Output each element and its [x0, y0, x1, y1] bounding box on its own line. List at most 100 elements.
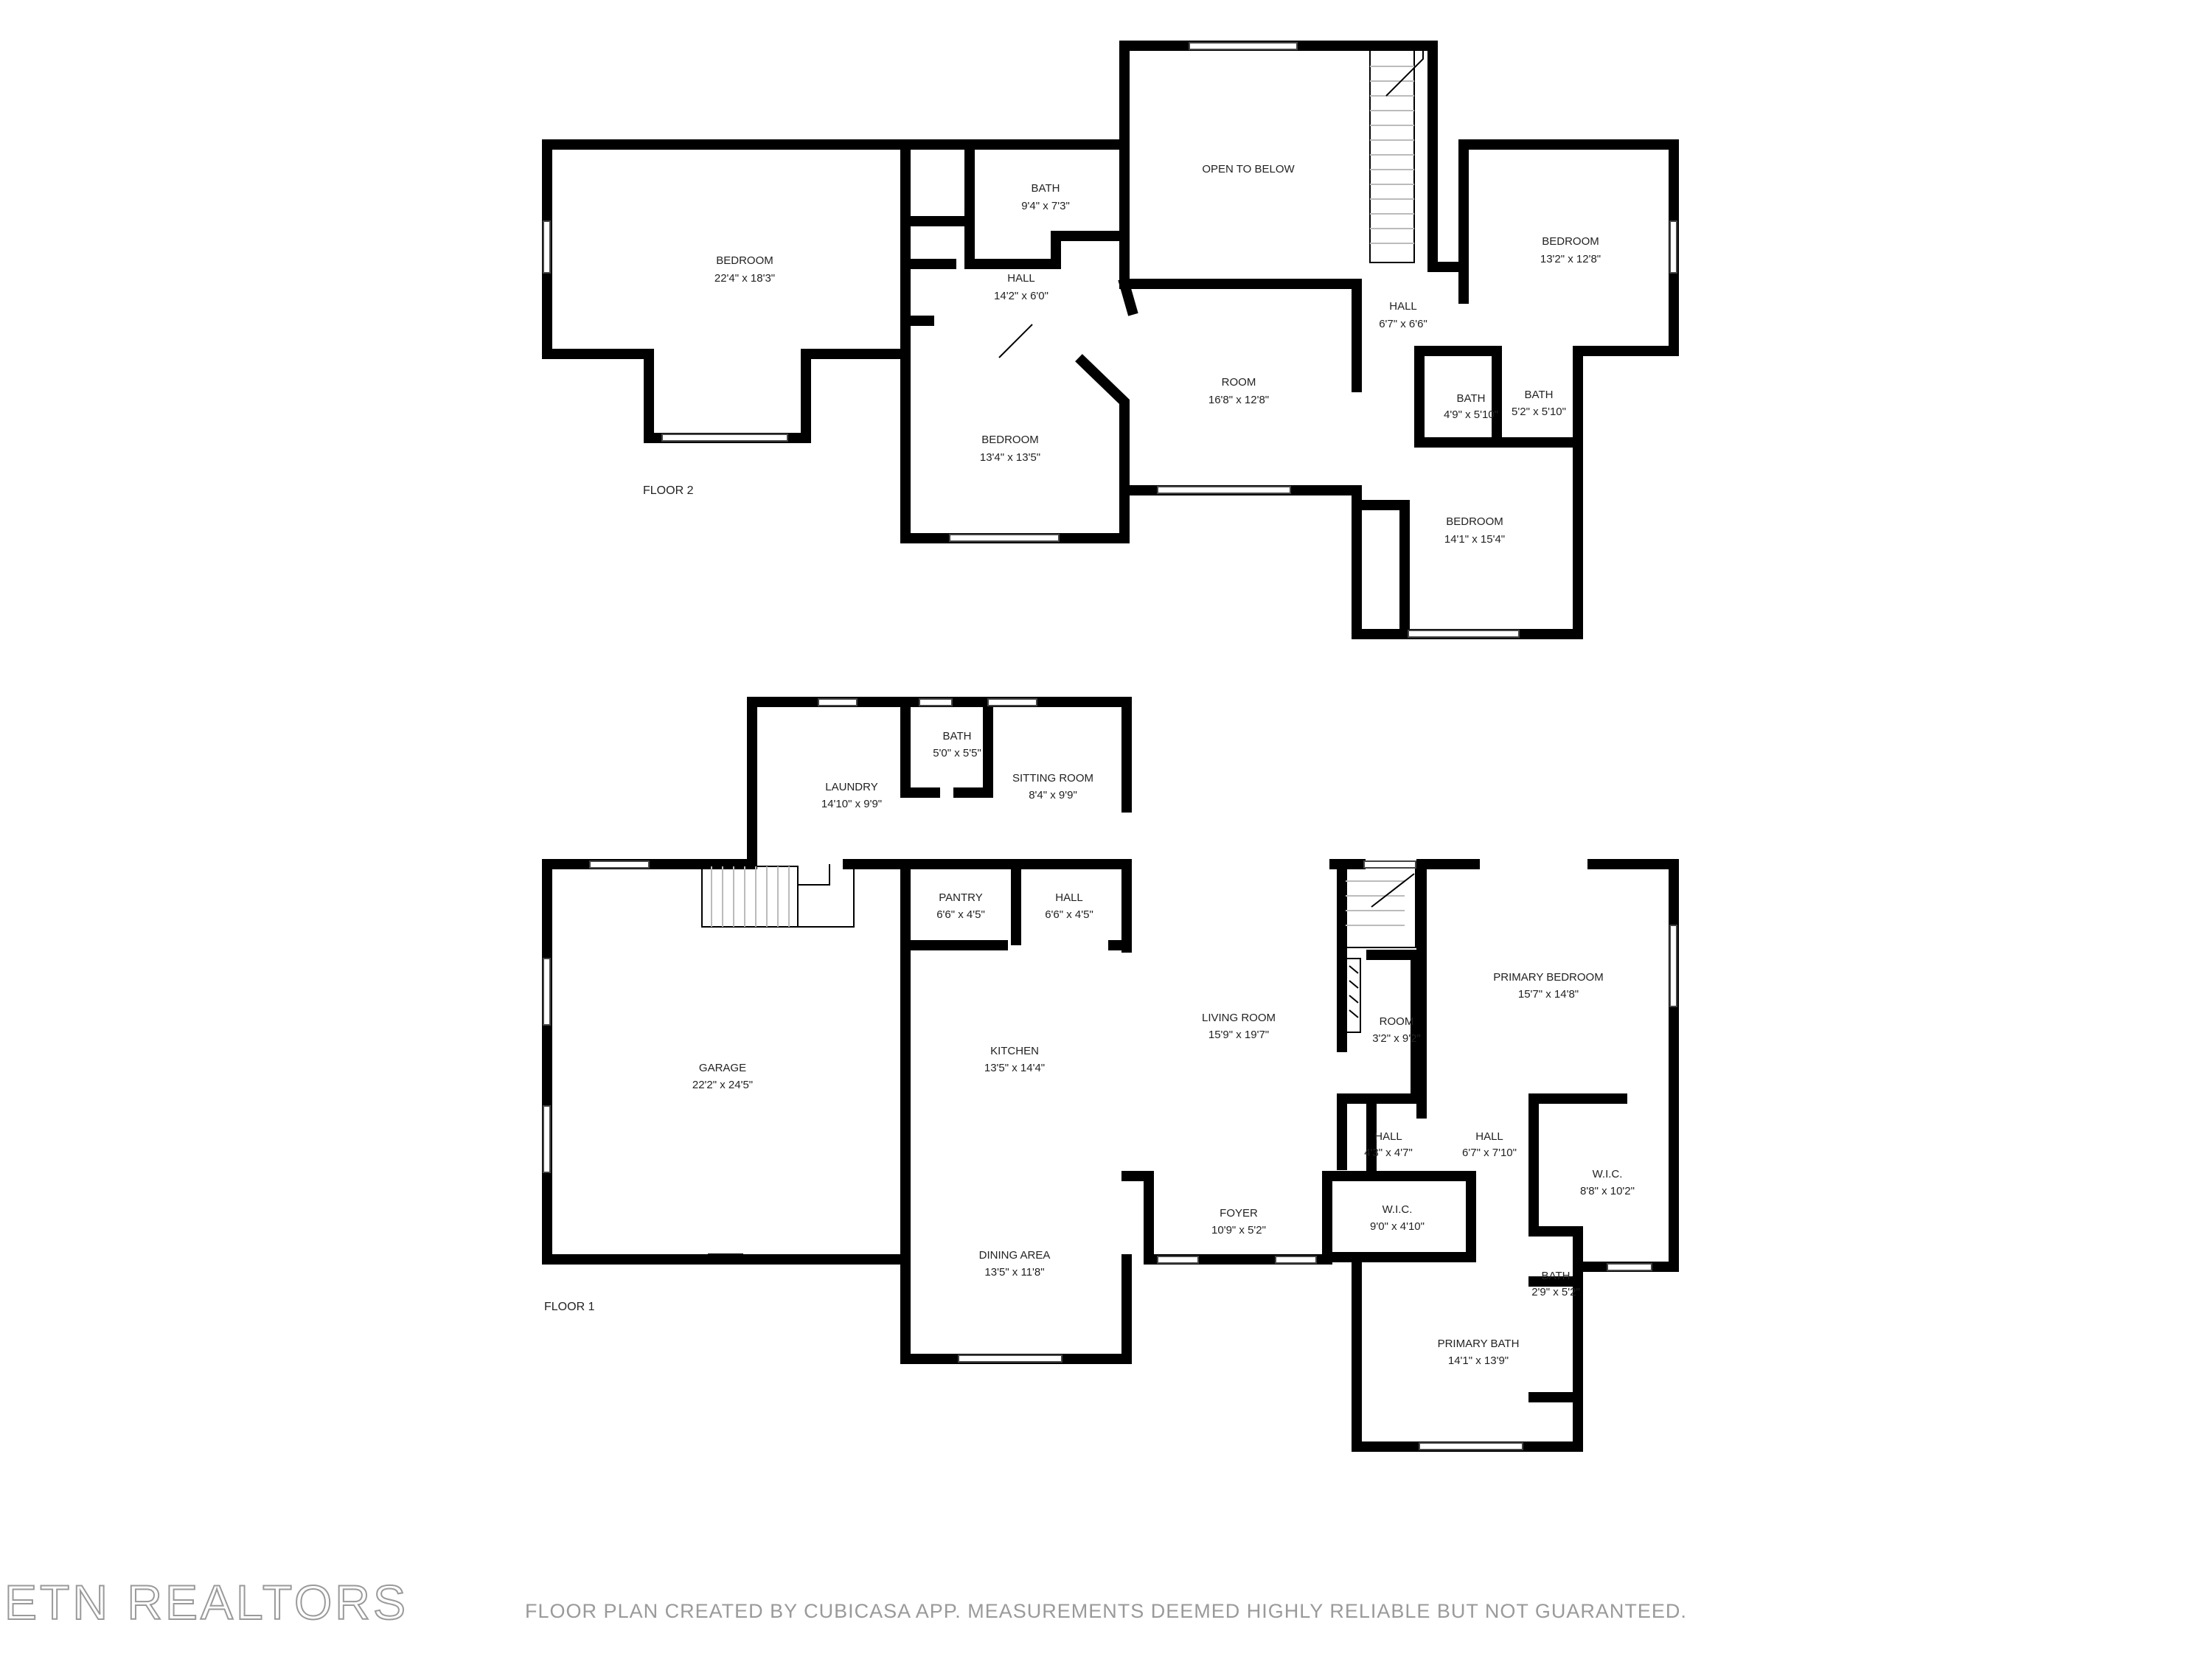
- room-bedroom-w: BEDROOM 22'4" x 18'3": [714, 254, 775, 285]
- wall-bedroom-sw-diag: [998, 324, 1033, 358]
- room-name: BATH: [1032, 182, 1060, 195]
- room-foyer: FOYER 10'9" x 5'2": [1211, 1207, 1266, 1237]
- stair-floor-1: [1345, 866, 1416, 948]
- room-bath-primary-small: BATH 2'9" x 5'2": [1531, 1270, 1580, 1298]
- room-name: W.I.C.: [1382, 1203, 1413, 1216]
- room-hall-b: HALL 6'7" x 7'10": [1462, 1130, 1517, 1159]
- wall-closet-e: [1359, 500, 1410, 639]
- wall-pantry: [900, 859, 1132, 953]
- room-dimensions: 13'4" x 13'5": [980, 451, 1040, 464]
- room-name: ROOM: [1380, 1015, 1414, 1028]
- room-dimensions: 16'8" x 12'8": [1208, 394, 1269, 406]
- room-dimensions: 6'7" x 7'10": [1462, 1147, 1517, 1159]
- room-dimensions: 4'9" x 5'10": [1444, 408, 1498, 421]
- room-name: OPEN TO BELOW: [1202, 163, 1295, 175]
- room-open-to-below: OPEN TO BELOW: [1202, 163, 1295, 175]
- wall-annex-bath: [900, 697, 993, 798]
- room-name: ROOM: [1222, 376, 1256, 389]
- room-dimensions: 2'9" x 5'2": [1531, 1286, 1580, 1298]
- room-name: BATH: [1525, 389, 1554, 401]
- room-sitting: SITTING ROOM 8'4" x 9'9": [1012, 772, 1093, 801]
- stair-garage: [701, 866, 799, 928]
- room-name: FOYER: [1220, 1207, 1258, 1220]
- wall-hall-cluster: [1337, 1093, 1427, 1181]
- room-name: PRIMARY BATH: [1438, 1338, 1520, 1350]
- room-living: LIVING ROOM 15'9" x 19'7": [1202, 1012, 1276, 1041]
- room-dimensions: 13'5" x 14'4": [984, 1062, 1045, 1074]
- room-dimensions: 5'2" x 5'10": [1512, 406, 1566, 418]
- room-name: W.I.C.: [1593, 1168, 1623, 1180]
- room-hall-a: HALL 4'3" x 4'7": [1364, 1130, 1413, 1159]
- wall-bath-mid: [1492, 346, 1583, 448]
- floor-2-label: FLOOR 2: [643, 484, 694, 497]
- room-small: ROOM 3'2" x 9'2": [1372, 1015, 1421, 1045]
- room-name: LAUNDRY: [825, 781, 877, 793]
- room-dimensions: 22'2" x 24'5": [692, 1079, 753, 1091]
- garage-wall-segment: [708, 1253, 743, 1261]
- room-dimensions: 9'0" x 4'10": [1370, 1220, 1425, 1233]
- room-bath-annex: BATH 5'0" x 5'5": [933, 730, 981, 759]
- wall-primary-bath-inner: [1528, 1276, 1583, 1402]
- room-name: HALL: [1374, 1130, 1402, 1143]
- room-dimensions: 8'4" x 9'9": [1029, 789, 1077, 801]
- room-name: GARAGE: [699, 1062, 746, 1074]
- wall-bath-upper: [900, 139, 1130, 269]
- room-name: HALL: [1389, 300, 1417, 313]
- room-name: BATH: [1457, 392, 1486, 405]
- room-bedroom-ne: BEDROOM 13'2" x 12'8": [1540, 235, 1601, 265]
- room-name: HALL: [1055, 891, 1083, 904]
- room-name: HALL: [1475, 1130, 1503, 1143]
- room-dining: DINING AREA 13'5" x 11'8": [979, 1249, 1051, 1279]
- brand-logo: ETN REALTORS: [4, 1574, 408, 1630]
- room-primary-bedroom: PRIMARY BEDROOM 15'7" x 14'8": [1493, 971, 1603, 1001]
- room-hall-pantry: HALL 6'6" x 4'5": [1045, 891, 1093, 921]
- room-name: BEDROOM: [1542, 235, 1599, 248]
- wall-bath-cluster-left: [1414, 346, 1502, 448]
- wall-wic-small: [1322, 1171, 1476, 1262]
- room-bath-small-a: BATH 4'9" x 5'10": [1444, 392, 1498, 421]
- room-dimensions: 8'8" x 10'2": [1580, 1185, 1635, 1197]
- room-bedroom-se: BEDROOM 14'1" x 15'4": [1444, 515, 1505, 546]
- room-garage: GARAGE 22'2" x 24'5": [692, 1062, 753, 1091]
- room-dimensions: 14'10" x 9'9": [821, 798, 882, 810]
- room-dimensions: 5'0" x 5'5": [933, 747, 981, 759]
- room-dimensions: 14'2" x 6'0": [994, 290, 1048, 302]
- floor-2: [542, 41, 1679, 639]
- room-hall-east: HALL 6'7" x 6'6": [1379, 300, 1427, 330]
- disclaimer-footer: FLOOR PLAN CREATED BY CUBICASA APP. MEAS…: [525, 1600, 1687, 1622]
- room-name: BEDROOM: [716, 254, 773, 267]
- room-dimensions: 10'9" x 5'2": [1211, 1224, 1266, 1237]
- room-dimensions: 14'1" x 15'4": [1444, 533, 1505, 546]
- room-dimensions: 9'4" x 7'3": [1021, 200, 1070, 212]
- room-dimensions: 3'2" x 9'2": [1372, 1032, 1421, 1045]
- floor-1-label: FLOOR 1: [544, 1301, 595, 1313]
- room-wic-small: W.I.C. 9'0" x 4'10": [1370, 1203, 1425, 1233]
- fireplace: [1346, 958, 1361, 1033]
- room-name: DINING AREA: [979, 1249, 1051, 1262]
- room-dimensions: 22'4" x 18'3": [714, 272, 775, 285]
- room-primary-bath: PRIMARY BATH 14'1" x 13'9": [1438, 1338, 1520, 1367]
- floor-1: [542, 697, 1679, 1452]
- wall-foyer-left: [1121, 1171, 1169, 1265]
- room-dimensions: 6'7" x 6'6": [1379, 318, 1427, 330]
- room-hall-upper: HALL 14'2" x 6'0": [994, 272, 1048, 302]
- room-dimensions: 13'5" x 11'8": [984, 1266, 1044, 1279]
- room-name: KITCHEN: [990, 1045, 1039, 1057]
- room-kitchen: KITCHEN 13'5" x 14'4": [984, 1045, 1045, 1074]
- room-dimensions: 14'1" x 13'9": [1448, 1354, 1509, 1367]
- room-name: BATH: [1542, 1270, 1571, 1282]
- room-wic-large: W.I.C. 8'8" x 10'2": [1580, 1168, 1635, 1197]
- room-name: BEDROOM: [1446, 515, 1503, 528]
- room-name: PRIMARY BEDROOM: [1493, 971, 1603, 984]
- room-dimensions: 4'3" x 4'7": [1364, 1147, 1413, 1159]
- wall-bedroom-sw: [900, 316, 1130, 543]
- stair-floor-2: [1369, 48, 1424, 263]
- room-dimensions: 6'6" x 4'5": [1045, 908, 1093, 921]
- room-dimensions: 13'2" x 12'8": [1540, 253, 1601, 265]
- room-center: ROOM 16'8" x 12'8": [1208, 376, 1269, 406]
- wall-bedroom-west: [542, 139, 911, 443]
- room-dimensions: 15'7" x 14'8": [1518, 988, 1579, 1001]
- room-laundry: LAUNDRY 14'10" x 9'9": [821, 781, 882, 810]
- windows-floor-1: [543, 698, 1677, 1450]
